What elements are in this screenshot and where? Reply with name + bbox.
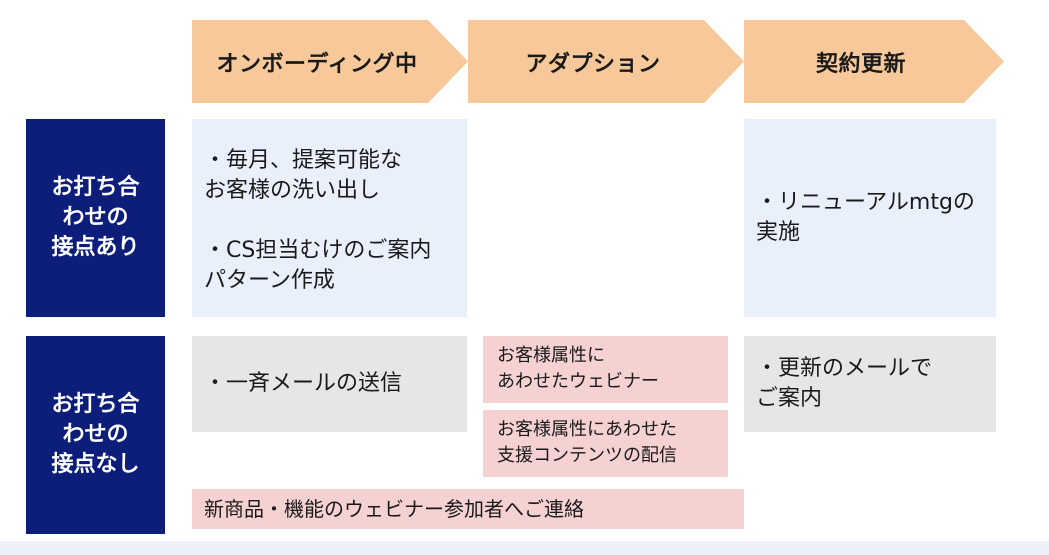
cell-nocontact-adoption-webinar: お客様属性に あわせたウェビナー bbox=[483, 336, 728, 403]
cell-contact-renewal: ・リニューアルmtgの 実施 bbox=[744, 119, 996, 317]
row-header-with-contact: お打ち合 わせの 接点あり bbox=[26, 119, 165, 317]
stage-arrow-adoption: アダプション bbox=[468, 20, 744, 103]
cell-nocontact-span: 新商品・機能のウェビナー参加者へご連絡 bbox=[192, 489, 744, 529]
row-header-label: お打ち合 わせの 接点なし bbox=[51, 392, 140, 477]
cell-text: ・リニューアルmtgの 実施 bbox=[756, 190, 975, 245]
cell-nocontact-adoption-content: お客様属性にあわせた 支援コンテンツの配信 bbox=[483, 410, 728, 477]
row-header-without-contact: お打ち合 わせの 接点なし bbox=[26, 336, 165, 534]
cell-nocontact-onboarding: ・一斉メールの送信 bbox=[192, 336, 467, 432]
stage-arrow-onboarding: オンボーディング中 bbox=[192, 20, 468, 103]
cell-contact-onboarding: ・毎月、提案可能な お客様の洗い出し ・CS担当むけのご案内 パターン作成 bbox=[192, 119, 467, 317]
cell-text: 新商品・機能のウェビナー参加者へご連絡 bbox=[204, 497, 584, 521]
cell-text: ・更新のメールで ご案内 bbox=[756, 356, 933, 411]
bottom-band bbox=[0, 541, 1049, 555]
cell-nocontact-renewal: ・更新のメールで ご案内 bbox=[744, 336, 996, 432]
stage-label: アダプション bbox=[525, 51, 661, 77]
stage-label: 契約更新 bbox=[815, 51, 906, 77]
stage-label: オンボーディング中 bbox=[216, 51, 418, 77]
stage-arrow-renewal: 契約更新 bbox=[744, 20, 1004, 103]
cell-text: ・一斉メールの送信 bbox=[204, 371, 403, 396]
row-header-label: お打ち合 わせの 接点あり bbox=[51, 175, 140, 260]
